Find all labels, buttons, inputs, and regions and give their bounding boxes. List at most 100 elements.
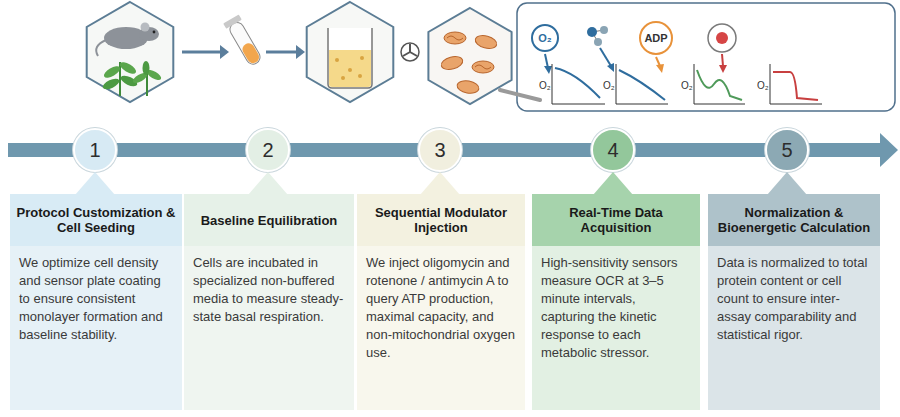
beaker-hexagon xyxy=(307,2,394,102)
flow-arrow xyxy=(220,45,229,59)
step-card: Real-Time Data AcquisitionHigh-sensitivi… xyxy=(532,194,700,410)
beaker-hexagon xyxy=(348,68,352,72)
step-number: 5 xyxy=(781,139,792,161)
step-card: Baseline EquilibrationCells are incubate… xyxy=(184,194,354,410)
timeline-segment xyxy=(462,143,591,157)
oxygen-trace xyxy=(555,68,600,98)
card-pointer xyxy=(593,172,633,195)
step-number-circle: 4 xyxy=(591,128,635,172)
card-header: Baseline Equilibration xyxy=(184,194,354,246)
axis-label: O₂ xyxy=(539,80,551,91)
mitochondria-hexagon xyxy=(456,79,480,95)
step-number: 1 xyxy=(89,139,100,161)
step-number: 3 xyxy=(434,139,445,161)
card-body: We optimize cell density and sensor plat… xyxy=(10,246,182,410)
step-number-circle: 2 xyxy=(246,128,290,172)
oxygen-trace xyxy=(773,72,818,100)
card-header: Normalization & Bioenergetic Calculation xyxy=(708,194,880,246)
step-number-circle: 1 xyxy=(73,128,117,172)
centrifuge-icon xyxy=(401,43,419,61)
plant-icon xyxy=(101,60,163,96)
axis-label: O₂ xyxy=(603,80,615,91)
step-title: Normalization & Bioenergetic Calculation xyxy=(711,205,877,235)
flow-arrow xyxy=(182,45,229,59)
step-card: Normalization & Bioenergetic Calculation… xyxy=(708,194,880,410)
sample-tube xyxy=(223,15,242,29)
inhibitor-icon xyxy=(708,24,736,52)
oxygen-trace xyxy=(619,70,665,100)
flow-arrow xyxy=(266,51,297,54)
card-pointer xyxy=(420,172,460,195)
mitochondria-hexagon xyxy=(444,32,466,44)
mitochondria-hexagon xyxy=(475,65,491,69)
injection-arrow xyxy=(545,54,548,68)
centrifuge-icon xyxy=(403,44,417,56)
card-header: Protocol Customization & Cell Seeding xyxy=(10,194,182,246)
injection-arrow xyxy=(722,54,723,66)
step-description: We optimize cell density and sensor plat… xyxy=(19,254,173,344)
step-title: Protocol Customization & Cell Seeding xyxy=(13,205,179,235)
assay-panel xyxy=(500,3,895,111)
card-pointer xyxy=(75,172,115,195)
sample-tube xyxy=(227,20,262,67)
beaker-hexagon xyxy=(358,74,362,78)
molecule-icon xyxy=(594,38,602,46)
injection-arrow xyxy=(607,63,614,72)
timeline-segment xyxy=(290,143,418,157)
adp-icon: ADP xyxy=(639,21,673,55)
beaker-hexagon xyxy=(329,50,371,87)
sample-tube xyxy=(223,15,264,68)
mitochondria-hexagon xyxy=(447,36,463,40)
assay-panel xyxy=(500,90,540,100)
card-body: We inject oligomycin and rotenone / anti… xyxy=(357,246,525,410)
timeline-segment xyxy=(117,143,246,157)
icon-label: ADP xyxy=(644,32,667,44)
centrifuge-icon xyxy=(401,43,419,61)
step-card: Protocol Customization & Cell Seeding We … xyxy=(10,194,182,410)
mitochondria-hexagon xyxy=(472,61,494,73)
assay-panel xyxy=(517,3,895,111)
injection-arrow xyxy=(544,66,552,74)
mouse-icon xyxy=(141,23,150,32)
flow-arrow xyxy=(266,45,305,59)
plant-icon xyxy=(118,60,138,76)
step-card: Sequential Modulator Injection We inject … xyxy=(357,194,525,410)
card-body: Cells are incubated in specialized non-b… xyxy=(184,246,354,410)
inhibitor-icon xyxy=(708,24,736,52)
oxygen-trace xyxy=(616,64,668,104)
oxygen-trace xyxy=(694,64,745,104)
flow-arrow xyxy=(182,51,221,54)
card-pointer xyxy=(75,172,115,195)
card-pointer xyxy=(767,172,807,195)
beaker-hexagon xyxy=(341,76,345,80)
step-title: Sequential Modulator Injection xyxy=(360,205,522,235)
molecule-icon xyxy=(587,26,608,46)
oxygen-icon: O₂ xyxy=(531,24,559,52)
step-description: Cells are incubated in specialized non-b… xyxy=(193,254,345,326)
molecule-icon xyxy=(600,26,608,34)
molecule-icon xyxy=(587,27,597,37)
injection-arrow xyxy=(719,65,727,73)
timeline-arrow xyxy=(808,143,882,157)
oxygen-trace xyxy=(697,70,742,100)
inhibitor-icon xyxy=(716,32,728,44)
step-description: We inject oligomycin and rotenone / anti… xyxy=(366,254,516,362)
axis-label: O₂ xyxy=(757,80,769,91)
beaker-hexagon xyxy=(335,58,339,62)
sample-hexagon xyxy=(87,2,174,102)
card-pointer xyxy=(248,172,288,195)
card-header: Sequential Modulator Injection xyxy=(357,194,525,246)
card-body: High-sensitivity sensors measure OCR at … xyxy=(532,246,700,410)
oxygen-trace xyxy=(552,64,822,104)
step-number: 4 xyxy=(607,139,618,161)
icon-label: O₂ xyxy=(538,32,551,44)
mouse-icon xyxy=(153,31,156,34)
axis-label: O₂ xyxy=(681,80,693,91)
mitochondria-hexagon xyxy=(474,33,498,50)
beaker-hexagon xyxy=(360,56,364,60)
card-pointer xyxy=(593,172,633,195)
injection-arrow xyxy=(544,48,727,74)
plant-icon xyxy=(101,77,121,92)
card-pointer xyxy=(420,172,460,195)
